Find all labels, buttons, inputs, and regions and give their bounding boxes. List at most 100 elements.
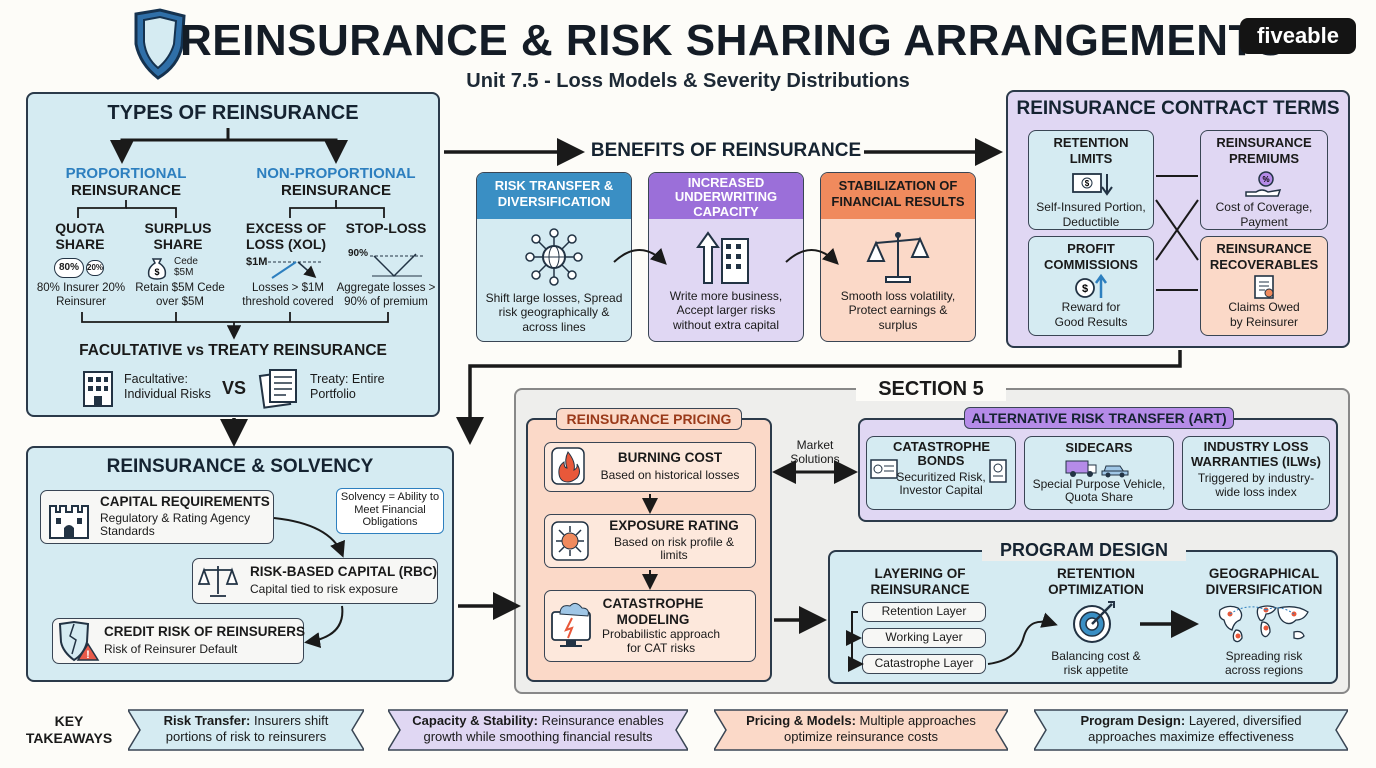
contract-terms-title: REINSURANCE CONTRACT TERMS	[1016, 98, 1340, 119]
xol-title: EXCESS OF LOSS (XOL)	[245, 220, 327, 253]
art-card-desc: Special Purpose Vehicle, Quota Share	[1032, 476, 1166, 505]
hand-coin-icon: %	[1244, 170, 1284, 198]
claim-document-icon	[1249, 274, 1279, 300]
takeaway-ribbon: Risk Transfer: Insurers shift portions o…	[128, 708, 364, 752]
pricing-title: REINSURANCE PRICING	[556, 408, 742, 430]
retention-opt-title: RETENTION OPTIMIZATION	[1048, 566, 1144, 597]
solvency-item-title: RISK-BASED CAPITAL (RBC)	[250, 564, 437, 579]
surplus-share-title: SURPLUS SHARE	[144, 220, 212, 253]
xol-desc: Losses > $1M threshold covered	[242, 282, 334, 308]
contract-card-title: PROFIT COMMISSIONS	[1044, 241, 1138, 272]
scale-icon	[197, 562, 239, 600]
proportional-label-l2: REINSURANCE	[70, 182, 181, 199]
takeaway-head: Capacity & Stability:	[412, 713, 538, 728]
art-title: ALTERNATIVE RISK TRANSFER (ART)	[964, 407, 1234, 429]
solvency-item-title: CAPITAL REQUIREMENTS	[100, 494, 270, 509]
retention-opt-desc: Balancing cost & risk appetite	[1051, 649, 1141, 677]
art-card-title: SIDECARS	[1065, 440, 1133, 455]
building-icon	[78, 368, 118, 408]
nonproportional-label: NON-PROPORTIONAL REINSURANCE	[250, 165, 422, 199]
surplus-share-desc: Retain $5M Cede over $5M	[135, 282, 225, 308]
takeaways-label: KEY TAKEAWAYS	[25, 713, 113, 746]
monitor-cloud-icon	[550, 600, 594, 650]
takeaway-ribbon: Pricing & Models: Multiple approaches op…	[714, 708, 1008, 752]
contract-card-desc: Reward for Good Results	[1054, 300, 1128, 329]
quota-pie-20: 20%	[86, 260, 104, 276]
broken-shield-warning-icon: !	[56, 620, 100, 662]
takeaway-body: Multiple approaches optimize reinsurance…	[784, 713, 976, 745]
art-card-desc: Securitized Risk, Investor Capital	[896, 469, 986, 498]
benefit-title: STABILIZATION OF FINANCIAL RESULTS	[821, 173, 975, 219]
svg-text:$: $	[1082, 283, 1088, 295]
art-card-ilw: INDUSTRY LOSS WARRANTIES (ILWs) Triggere…	[1182, 436, 1330, 510]
quota-share-title: QUOTA SHARE	[55, 220, 105, 253]
solvency-item-desc: Capital tied to risk exposure	[250, 582, 399, 596]
dollar-up-icon: $	[1071, 274, 1111, 300]
fac-vs-treaty-title: FACULTATIVE vs TREATY REINSURANCE	[79, 342, 387, 359]
contract-card-retention: RETENTION LIMITS $ Self-Insured Portion,…	[1028, 130, 1154, 230]
proportional-label-l1: PROPORTIONAL	[65, 165, 187, 182]
solvency-item-desc: Risk of Reinsurer Default	[104, 642, 238, 656]
takeaway-ribbon: Program Design: Layered, diversified app…	[1034, 708, 1348, 752]
art-card-title: INDUSTRY LOSS WARRANTIES (ILWs)	[1191, 439, 1321, 469]
contract-card-desc: Claims Owed by Reinsurer	[1228, 300, 1300, 329]
layer-catastrophe: Catastrophe Layer	[862, 654, 986, 674]
nonproportional-label-l2: REINSURANCE	[280, 182, 391, 199]
takeaway-body: Layered, diversified approaches maximize…	[1088, 713, 1302, 745]
quota-pie-80: 80%	[54, 258, 84, 278]
takeaway-head: Risk Transfer:	[163, 713, 251, 728]
xol-threshold-tag: $1M	[246, 256, 268, 268]
benefit-title: RISK TRANSFER & DIVERSIFICATION	[477, 173, 631, 219]
shield-logo-icon	[130, 8, 190, 80]
pricing-item-title: EXPOSURE RATING	[609, 518, 739, 533]
benefit-desc: Shift large losses, Spread risk geograph…	[485, 291, 623, 334]
takeaway-text: Capacity & Stability: Reinsurance enable…	[404, 713, 672, 746]
page-title: REINSURANCE & RISK SHARING ARRANGEMENTS	[180, 16, 1286, 65]
page-subtitle: Unit 7.5 - Loss Models & Severity Distri…	[466, 70, 910, 92]
layering-title: LAYERING OF REINSURANCE	[870, 566, 970, 597]
types-title: TYPES OF REINSURANCE	[107, 102, 359, 124]
contract-card-title: RETENTION LIMITS	[1053, 135, 1129, 166]
contract-card-recoverables: REINSURANCE RECOVERABLES Claims Owed by …	[1200, 236, 1328, 336]
geo-desc: Spreading risk across regions	[1224, 649, 1304, 677]
layer-retention: Retention Layer	[862, 602, 986, 622]
vs-label: VS	[222, 378, 247, 398]
stop-loss-chart-icon	[370, 250, 424, 280]
svg-text:!: !	[86, 649, 90, 661]
document-stack-icon	[258, 366, 302, 410]
truck-car-icon	[1064, 458, 1134, 478]
dollar-down-icon: $	[1069, 170, 1113, 198]
svg-text:$: $	[154, 267, 159, 277]
art-card-sidecars: SIDECARS Special Purpose Vehicle, Quota …	[1024, 436, 1174, 510]
treaty-desc: Treaty: Entire Portfolio	[310, 372, 385, 401]
contract-card-profit: PROFIT COMMISSIONS $ Reward for Good Res…	[1028, 236, 1154, 336]
section5-title: SECTION 5	[856, 378, 1006, 401]
takeaway-body: Reinsurance enables growth while smoothi…	[423, 713, 664, 745]
takeaway-head: Program Design:	[1080, 713, 1186, 728]
brand-logo: fiveable	[1240, 18, 1356, 54]
benefits-title: BENEFITS OF REINSURANCE	[590, 140, 862, 161]
stop-loss-desc: Aggregate losses > 90% of premium	[336, 282, 436, 308]
pricing-item-desc: Based on historical losses	[600, 468, 740, 482]
contract-card-premiums: REINSURANCE PREMIUMS % Cost of Coverage,…	[1200, 130, 1328, 230]
pricing-item-desc: Based on risk profile & limits	[613, 535, 735, 563]
art-card-desc: Triggered by industry-wide loss index	[1197, 470, 1315, 499]
radar-icon	[550, 520, 590, 562]
xol-chart-icon	[268, 254, 322, 282]
benefit-card-risk-transfer: RISK TRANSFER & DIVERSIFICATION Shift la…	[476, 172, 632, 342]
pricing-item-title: BURNING COST	[617, 450, 723, 465]
market-solutions-label: Market Solutions	[790, 438, 840, 467]
capacity-building-icon	[696, 229, 756, 285]
svg-text:$: $	[1085, 179, 1090, 188]
stop-loss-title: STOP-LOSS	[345, 220, 427, 236]
money-bag-icon: $	[146, 256, 168, 280]
benefit-card-stabilization: STABILIZATION OF FINANCIAL RESULTS Smoot…	[820, 172, 976, 342]
world-map-icon	[1214, 600, 1314, 646]
bond-document-icon	[988, 458, 1008, 486]
solvency-item-desc: Regulatory & Rating Agency Standards	[100, 511, 251, 539]
balance-scale-icon	[866, 229, 930, 285]
target-icon	[1072, 600, 1116, 644]
certificate-icon	[870, 458, 898, 480]
geo-title: GEOGRAPHICAL DIVERSIFICATION	[1205, 566, 1323, 597]
castle-icon	[46, 494, 92, 540]
